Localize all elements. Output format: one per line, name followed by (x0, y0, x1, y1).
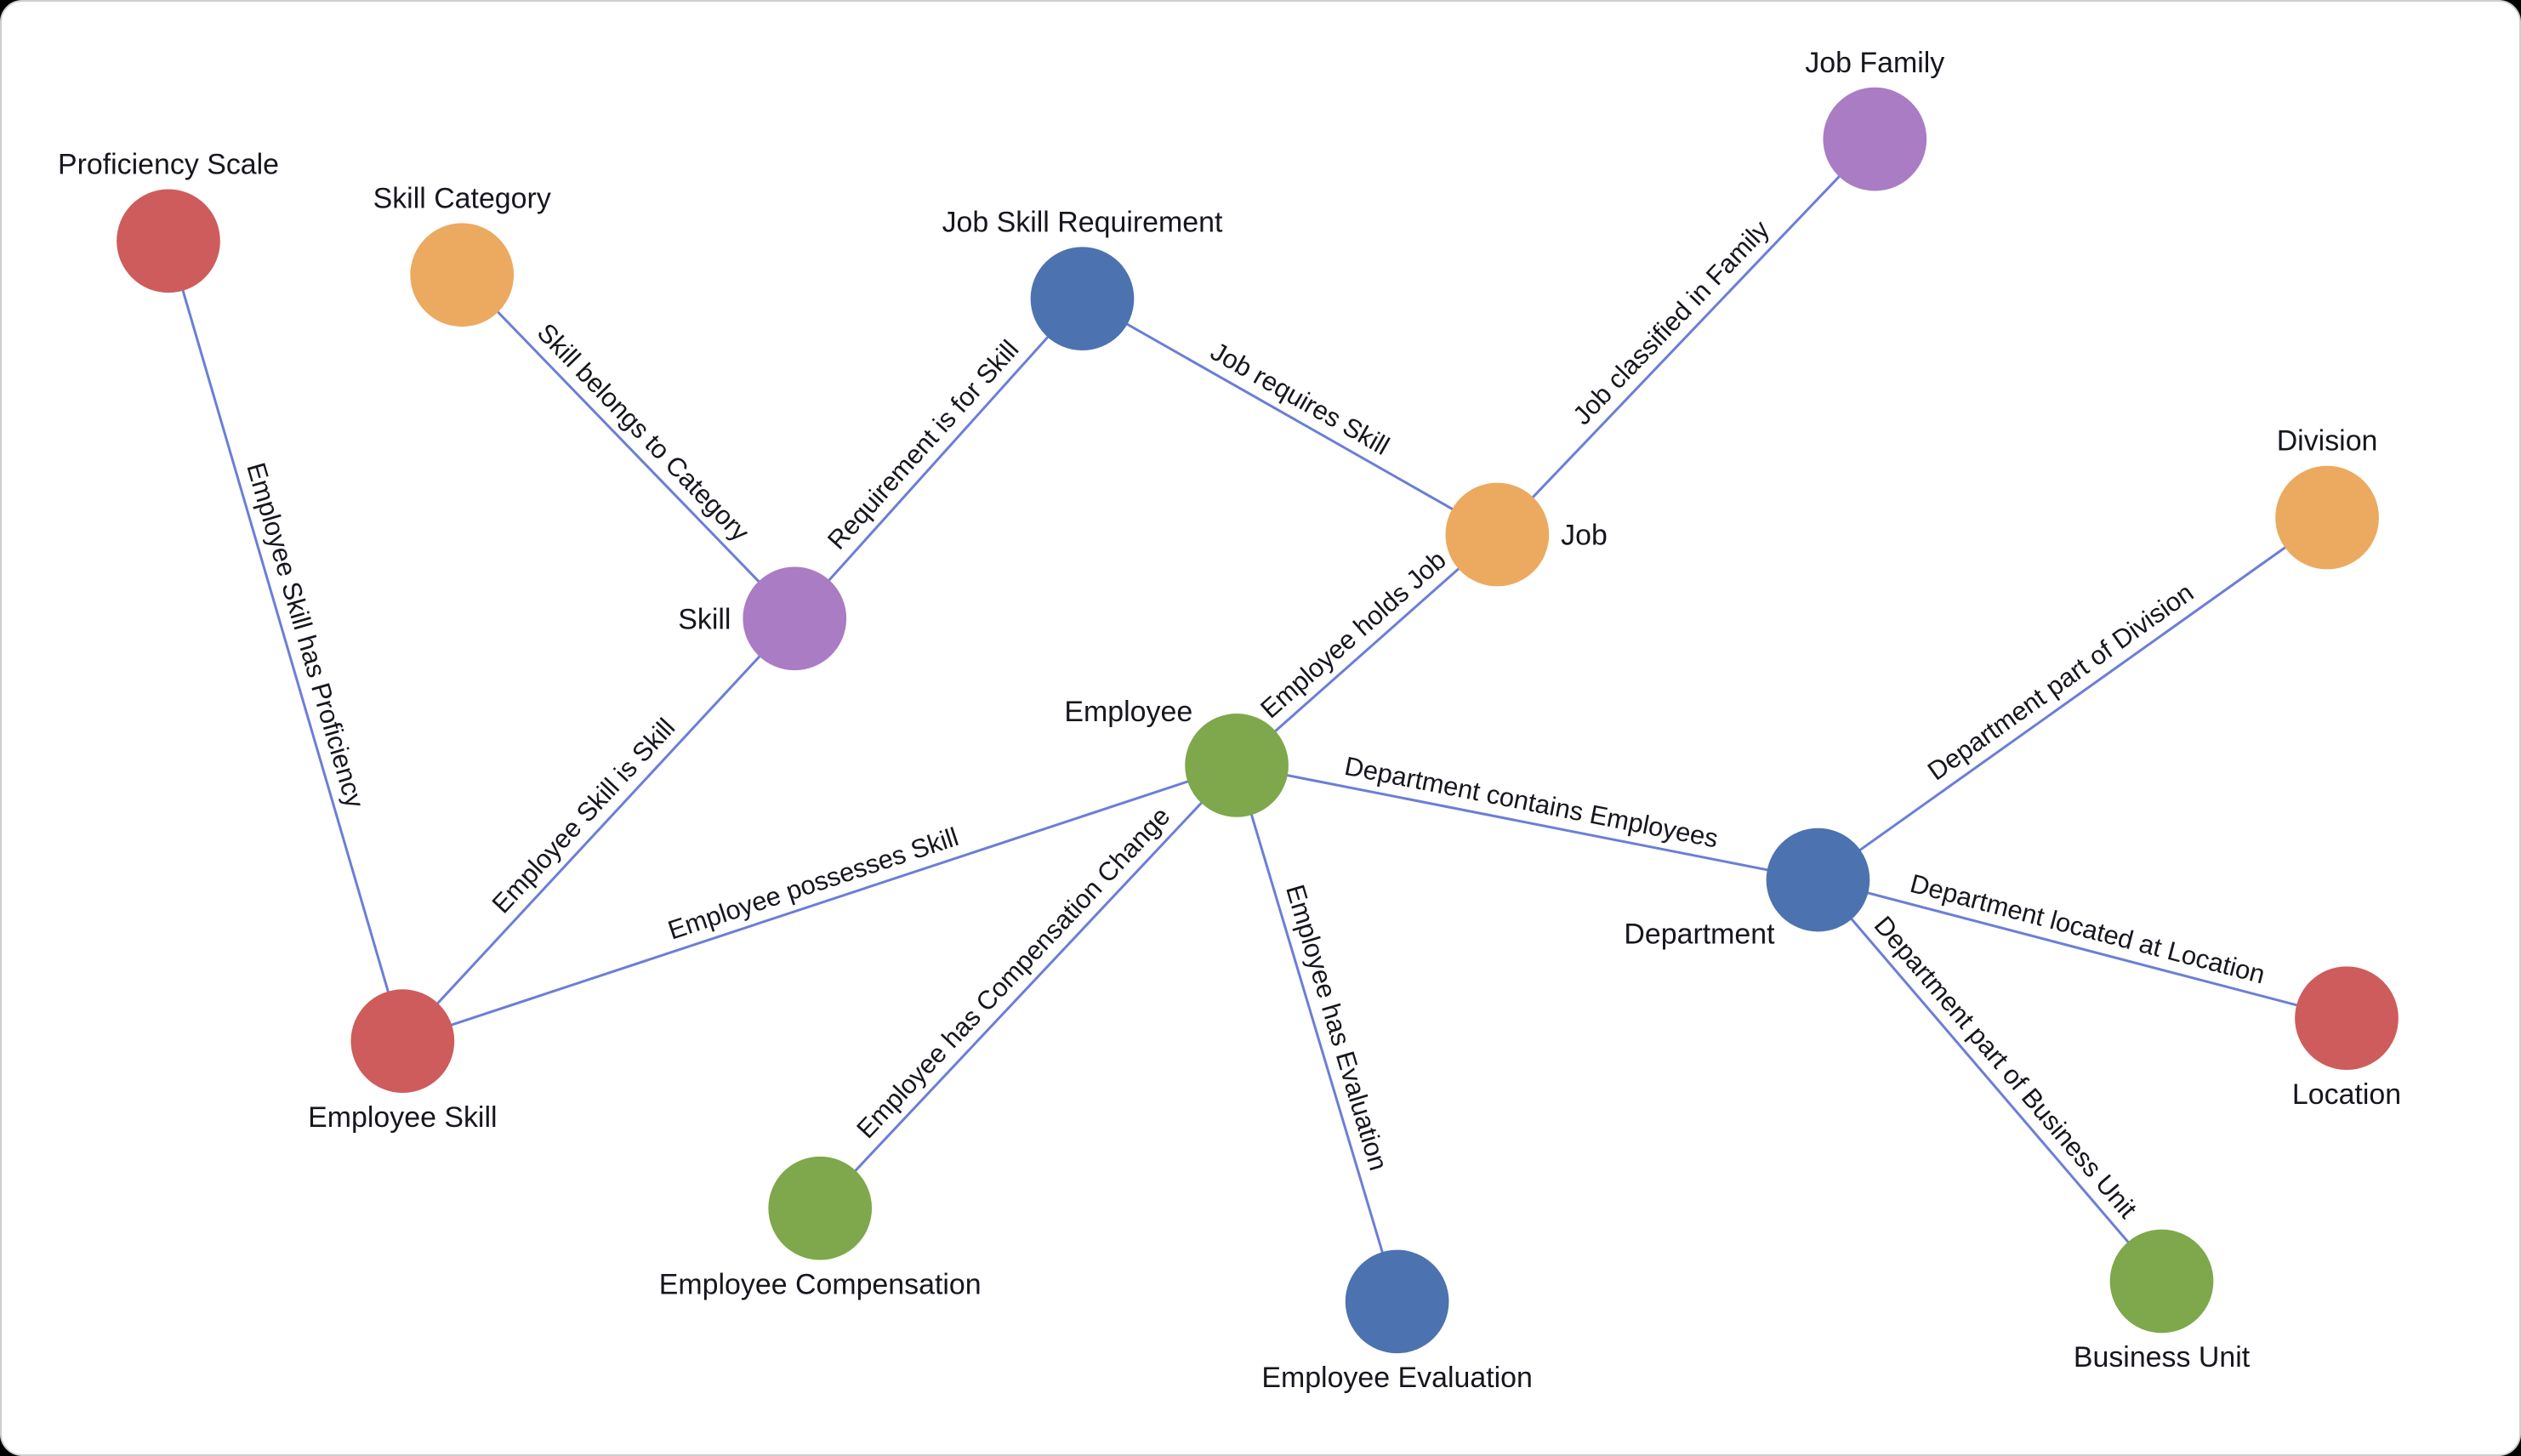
node-circle-job-family[interactable] (1823, 87, 1927, 191)
node-label-department: Department (1624, 918, 1775, 950)
node-label-job-family: Job Family (1805, 47, 1944, 79)
edge-label-job-skill-requirement--skill: Requirement is for Skill (822, 334, 1024, 555)
edge-label-skill-category--skill: Skill belongs to Category (532, 317, 755, 547)
edge-line-department--division (1817, 516, 2328, 881)
edges-layer (167, 138, 2347, 1302)
node-circle-business-unit[interactable] (2109, 1229, 2214, 1334)
edge-label-department--location: Department located at Location (1907, 868, 2268, 990)
edge-label-employee-skill--employee: Employee possesses Skill (664, 822, 962, 945)
node-label-division: Division (2277, 425, 2378, 458)
edge-line-department--location (1818, 879, 2347, 1020)
node-circle-employee[interactable] (1185, 714, 1289, 817)
node-circle-employee-compensation[interactable] (768, 1156, 873, 1260)
edge-label-employee--job: Employee holds Job (1255, 545, 1452, 725)
edge-line-employee--job (1236, 533, 1499, 767)
edge-line-department--business-unit (1817, 879, 2163, 1283)
edge-label-department--division: Department part of Division (1922, 577, 2199, 787)
edge-line-employee-skill--skill (401, 617, 796, 1043)
node-circle-skill[interactable] (743, 566, 847, 671)
node-label-employee-skill: Employee Skill (308, 1101, 497, 1134)
node-label-job: Job (1561, 520, 1608, 552)
edge-label-job-skill-requirement--job: Job requires Skill (1206, 336, 1395, 461)
node-circle-job[interactable] (1445, 482, 1550, 587)
edge-label-job--job-family: Job classified in Family (1567, 214, 1775, 430)
edge-line-job-skill-requirement--job (1081, 297, 1499, 536)
node-label-job-skill-requirement: Job Skill Requirement (942, 206, 1223, 238)
nodes-layer (117, 87, 2399, 1354)
node-circle-employee-skill[interactable] (350, 989, 455, 1093)
node-circle-department[interactable] (1766, 828, 1870, 932)
node-label-location: Location (2292, 1078, 2401, 1111)
node-label-skill-category: Skill Category (373, 182, 551, 214)
edge-label-employee--employee-evaluation: Employee has Evaluation (1280, 881, 1393, 1174)
node-label-employee: Employee (1064, 696, 1192, 728)
edge-line-employee--department (1236, 764, 1818, 882)
node-label-employee-evaluation: Employee Evaluation (1261, 1362, 1533, 1394)
node-circle-proficiency-scale[interactable] (117, 189, 220, 293)
edge-line-employee-compensation--employee (819, 764, 1238, 1209)
node-label-skill: Skill (678, 603, 731, 635)
edge-label-employee--department: Department contains Employees (1342, 751, 1721, 854)
edge-label-employee-skill--skill: Employee Skill is Skill (486, 713, 680, 919)
node-label-business-unit: Business Unit (2074, 1341, 2251, 1374)
edge-line-skill-category--skill (461, 274, 796, 620)
node-circle-division[interactable] (2275, 465, 2379, 570)
node-circle-location[interactable] (2295, 966, 2399, 1071)
node-circle-employee-evaluation[interactable] (1345, 1249, 1449, 1354)
edge-line-job-skill-requirement--skill (794, 298, 1084, 620)
node-label-proficiency-scale: Proficiency Scale (58, 149, 279, 181)
edge-line-employee--employee-evaluation (1235, 765, 1399, 1302)
node-circle-skill-category[interactable] (410, 223, 515, 327)
edge-line-proficiency-scale--employee-skill (167, 240, 404, 1042)
edge-line-employee-skill--employee (401, 764, 1238, 1043)
node-circle-job-skill-requirement[interactable] (1030, 247, 1135, 351)
edge-label-department--business-unit: Department part of Business Unit (1869, 910, 2143, 1224)
edge-label-proficiency-scale--employee-skill: Employee Skill has Proficiency (241, 459, 370, 811)
edge-line-job--job-family (1496, 138, 1876, 536)
node-label-employee-compensation: Employee Compensation (659, 1268, 982, 1300)
